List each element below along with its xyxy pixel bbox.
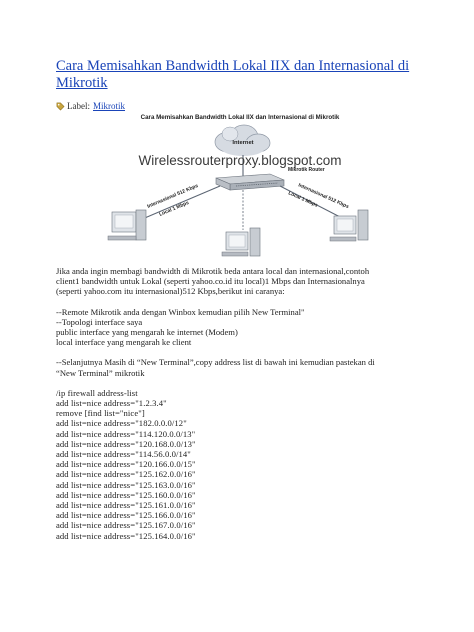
code-line: add list=nice address="114.56.0.0/14" [56,449,191,460]
code-line: add list=nice address="120.166.0.0/15" [56,459,196,470]
step-line: --Selanjutnya Masih di “New Terminal”,co… [56,357,375,368]
right-computer-icon [329,209,369,242]
code-line: add list=nice address="1.2.3.4" [56,398,167,409]
left-computer-icon [107,209,147,241]
code-line: add list=nice address="125.162.0.0/16" [56,469,196,480]
code-line: add list=nice address="125.164.0.0/16" [56,530,196,541]
left-link-line [139,185,221,221]
code-line: add list=nice address="125.160.0.0/16" [56,489,196,500]
post-label-row: Label: Mikrotik [56,101,125,112]
code-line: add list=nice address="125.161.0.0/16" [56,500,196,511]
remote-line: --Remote Mikrotik anda dengan Winbox kem… [56,306,305,317]
router-label: Mikrotik Router [288,167,325,173]
code-line: add list=nice address="182.0.0.0/12" [56,418,187,429]
tag-icon [56,102,65,111]
code-line: add list=nice address="120.168.0.0/13" [56,438,196,449]
code-line: add list=nice address="125.167.0.0/16" [56,520,196,531]
code-block: /ip firewall address-list add list=nice … [56,388,436,541]
label-link-mikrotik[interactable]: Mikrotik [93,101,126,111]
intro-line: Jika anda ingin membagi bandwidth di Mik… [56,266,370,276]
remote-line: public interface yang mengarah ke intern… [56,327,238,338]
right-link-line [279,185,343,219]
step-line: “New Terminal” mikrotik [56,367,145,378]
network-diagram: Cara Memisahkan Bandwidth Lokal IIX dan … [107,114,369,257]
intro-line: client1 bandwidth untuk Lokal (seperti y… [56,276,365,287]
code-line: add list=nice address="114.120.0.0/13" [56,428,196,439]
post-title-link[interactable]: Cara Memisahkan Bandwidth Lokal IIX dan … [56,58,410,91]
code-line: add list=nice address="125.163.0.0/16" [56,479,196,490]
remote-line: local interface yang mengarah ke client [56,337,192,348]
label-prefix: Label: [67,101,90,111]
diagram-heading: Cara Memisahkan Bandwidth Lokal IIX dan … [141,114,340,121]
step-paragraph: --Selanjutnya Masih di “New Terminal”,co… [56,357,436,377]
remote-line: --Topologi interface saya [56,316,143,327]
code-line: remove [find list="nice"] [56,408,145,419]
intro-paragraph: Jika anda ingin membagi bandwidth di Mik… [56,266,436,297]
code-line: /ip firewall address-list [56,387,138,398]
post-body: Jika anda ingin membagi bandwidth di Mik… [56,266,436,541]
internet-label: Internet [232,140,253,146]
code-line: add list=nice address="125.166.0.0/16" [56,510,196,521]
router-icon [215,173,285,191]
center-computer-icon [221,227,261,257]
internet-cloud-icon [214,124,271,156]
intro-line: (seperti yahoo.com itu internasional)512… [56,286,285,297]
remote-paragraph: --Remote Mikrotik anda dengan Winbox kem… [56,307,436,348]
diagram-watermark: Wirelessrouterproxy.blogspot.com [138,153,341,168]
